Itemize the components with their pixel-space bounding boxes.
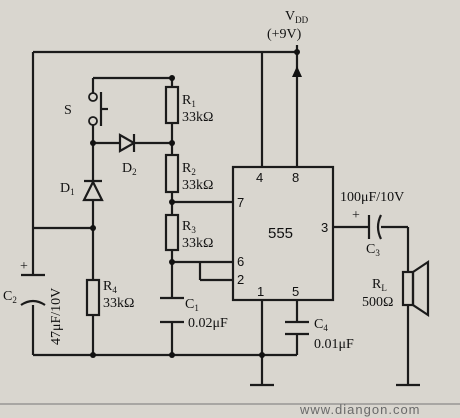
pin-4: 4	[256, 170, 263, 185]
pin-7: 7	[237, 195, 244, 210]
diode-d1: D1	[60, 179, 104, 202]
d2-label: D2	[122, 161, 137, 177]
c2-value: 47μF/10V	[49, 288, 64, 345]
c4-label: C4	[314, 317, 328, 333]
diode-d2: D2	[118, 133, 137, 177]
pin-8: 8	[292, 170, 299, 185]
junctions	[90, 49, 300, 358]
switch-s: S	[64, 92, 108, 126]
r4-value: 33kΩ	[103, 296, 134, 311]
r1-value: 33kΩ	[182, 110, 213, 125]
watermark: www.diangon.com	[299, 402, 421, 417]
c1-value: 0.02μF	[188, 316, 228, 331]
r2-label: R2	[182, 161, 196, 177]
c3-label: C3	[366, 242, 380, 258]
switch-label: S	[64, 103, 72, 118]
vdd-arrow	[292, 66, 302, 77]
resistor-r1: R1 33kΩ	[164, 85, 213, 125]
c3-plus: +	[352, 208, 360, 223]
vdd-value: (+9V)	[267, 27, 302, 42]
ic-555: 555 4 8 7 6 2 1 5 3	[231, 165, 335, 302]
r2-value: 33kΩ	[182, 178, 213, 193]
wires	[0, 45, 460, 405]
resistor-r3: R3 33kΩ	[164, 213, 213, 252]
vdd-label: VDD	[285, 9, 309, 25]
speaker-value: 500Ω	[362, 295, 393, 310]
c1-label: C1	[185, 297, 199, 313]
resistor-r2: R2 33kΩ	[164, 153, 213, 194]
c2-label: C2	[3, 289, 17, 305]
capacitor-c1: C1 0.02μF	[160, 296, 228, 331]
pin-3: 3	[321, 220, 328, 235]
r3-value: 33kΩ	[182, 236, 213, 251]
pin-2: 2	[237, 272, 244, 287]
r3-label: R3	[182, 219, 196, 235]
speaker-label: RL	[372, 277, 387, 293]
c3-value: 100μF/10V	[340, 190, 404, 205]
speaker-icon: RL 500Ω	[362, 259, 430, 318]
capacitor-c3: + 100μF/10V C3	[340, 190, 404, 258]
pin-1: 1	[257, 284, 264, 299]
r1-label: R1	[182, 93, 196, 109]
pin-5: 5	[292, 284, 299, 299]
ic-label: 555	[268, 225, 293, 242]
pin-6: 6	[237, 254, 244, 269]
r4-label: R4	[103, 279, 117, 295]
c2-plus: +	[20, 259, 28, 274]
resistor-r4: R4 33kΩ	[85, 278, 134, 317]
capacitor-c4: C4 0.01μF	[285, 317, 354, 352]
d1-label: D1	[60, 181, 75, 197]
c4-value: 0.01μF	[314, 337, 354, 352]
capacitor-c2: + C2 47μF/10V	[3, 259, 64, 345]
